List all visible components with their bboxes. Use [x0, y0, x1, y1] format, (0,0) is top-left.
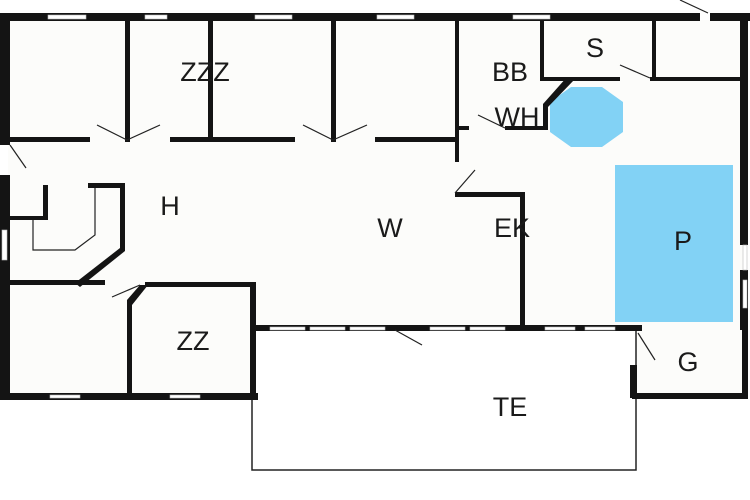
label-bedrooms: ZZZ [180, 57, 229, 87]
label-garage: G [677, 347, 698, 377]
garage-floor [632, 328, 744, 396]
label-living: W [377, 213, 403, 243]
label-whirlpool: WH [495, 102, 540, 132]
windows [1, 14, 748, 399]
label-sauna: S [586, 33, 604, 63]
door-swings [9, 0, 709, 361]
label-hall: H [160, 191, 180, 221]
whirlpool-shape [550, 87, 623, 147]
label-pool: P [674, 226, 692, 256]
label-kitchen: EK [494, 213, 530, 243]
terrace-outline [251, 329, 637, 471]
label-bathroom: BB [492, 57, 528, 87]
label-small-bedroom: ZZ [177, 326, 210, 356]
pool-shape [615, 165, 733, 322]
label-terrace: TE [493, 392, 528, 422]
